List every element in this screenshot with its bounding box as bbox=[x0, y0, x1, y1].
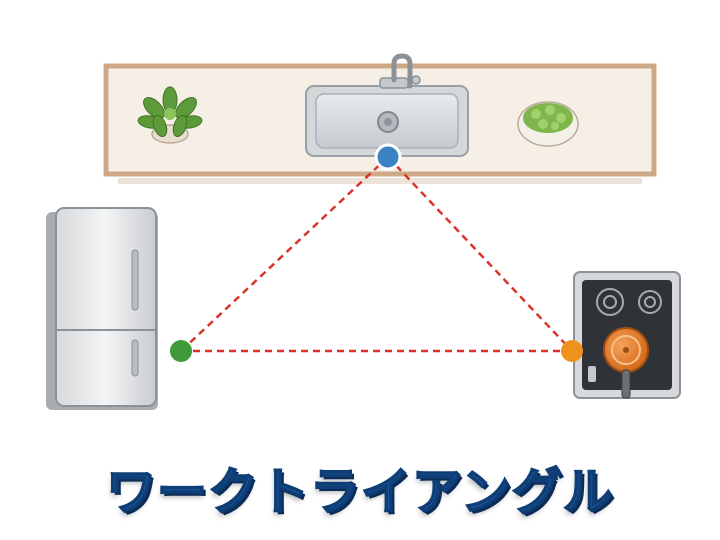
plant-icon bbox=[137, 86, 203, 144]
stove-point bbox=[561, 340, 583, 362]
sink-icon bbox=[305, 85, 469, 157]
triangle-edge-sink-fridge bbox=[180, 156, 389, 352]
fridge-point bbox=[170, 340, 192, 362]
refrigerator-icon bbox=[46, 207, 158, 410]
salad-bowl-icon bbox=[517, 101, 579, 147]
triangle-edge-sink-stove bbox=[387, 156, 573, 352]
burner-icon bbox=[596, 288, 662, 316]
page-title: ワークトライアングル bbox=[105, 462, 614, 522]
faucet-icon bbox=[379, 53, 421, 89]
work-triangle bbox=[180, 156, 573, 353]
sink-point bbox=[374, 143, 402, 171]
pot-icon bbox=[603, 327, 649, 399]
